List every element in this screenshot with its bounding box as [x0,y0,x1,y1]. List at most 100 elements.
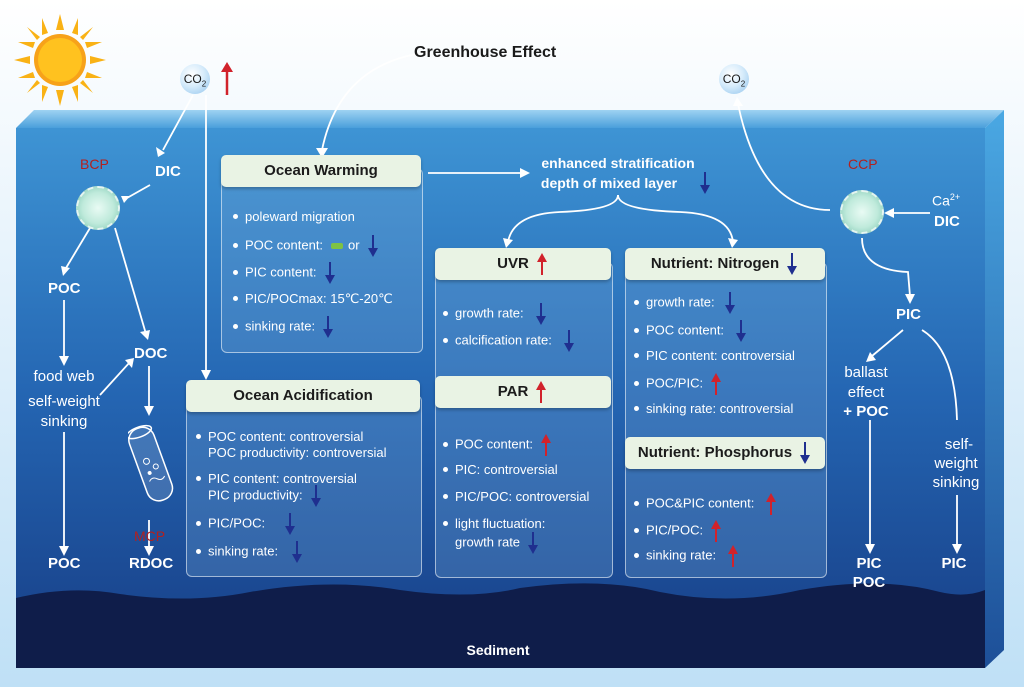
cell-to-pic-arrow [861,237,911,297]
nitrogen-item-5: sinking rate: controversial [634,400,793,418]
sediment-label: Sediment [466,642,530,658]
ccp-dic-label: DIC [934,213,960,230]
down-arrow-icon [292,541,303,563]
par-item-2-text: PIC: controversial [455,462,558,477]
phosphorus-item-3-text: sinking rate: [646,547,717,563]
uvr-item-1: growth rate: [443,303,548,325]
nitrogen-item-1: growth rate: [634,292,737,314]
par-header: PAR [435,376,611,408]
oa-item-3: PIC/POC: [196,513,297,535]
ballast-line-2: effect [847,384,885,401]
ballast-line-3: + POC [843,403,889,420]
down-arrow-icon [800,442,811,465]
rdoc-label: RDOC [129,555,174,572]
par-item-1-text: POC content: [455,436,534,452]
sediment-layer [16,583,985,668]
up-arrow-icon [221,62,233,95]
stratification-line-2: depth of mixed layer [540,175,678,191]
phosphorus-item-1: POC&PIC content: [634,493,778,515]
par-item-4b-text: growth rate [455,534,521,550]
uvr-item-2: calcification rate: [443,330,576,352]
ow-item-4: PIC/POCmax: 15℃-20℃ [233,290,393,308]
cell-to-poc-arrow [65,227,91,269]
down-arrow-icon [367,235,378,257]
ccp-pic-bottom: PIC [856,555,882,572]
down-arrow-icon [528,532,539,554]
cell-to-doc-arrow [114,227,147,335]
neutral-bar-icon [331,243,344,249]
down-arrow-icon [700,172,710,194]
par-item-4-text: light fluctuation: [455,516,546,531]
oa-item-2-text: PIC content: controversial [208,471,357,486]
par-item-2: PIC: controversial [443,461,558,479]
par-item-3: PIC/POC: controversial [443,488,589,506]
sea-surface [16,110,1004,128]
up-arrow-icon [728,545,739,567]
ccp-label: CCP [848,156,878,172]
oa-item-3-text: PIC/POC: [208,515,266,531]
co2-to-dic-arrow [162,94,194,151]
par-header-text: PAR [497,383,529,400]
up-arrow-icon [711,520,722,542]
up-arrow-icon [541,434,552,456]
stratification-line-1: enhanced stratification [541,155,695,171]
bcp-poc-bottom: POC [48,555,81,572]
ow-item-1-text: poleward migration [245,209,355,224]
ccp-pic-label: PIC [896,306,922,323]
oa-item-1-text: POC content: controversial [208,429,364,444]
microbe-tube-icon [128,424,174,502]
ballast-line-1: ballast [844,364,888,381]
ocean-warming-panel [221,168,423,353]
oa-item-2: PIC content: controversial [196,470,357,488]
ow-item-2: POC content:or [233,235,380,257]
co2-left-sub: 2 [201,79,207,89]
ccp-to-co2-arrow [737,103,831,211]
ow-item-1: poleward migration [233,208,355,226]
greenhouse-effect-title: Greenhouse Effect [414,44,557,61]
oa-item-4: sinking rate: [196,541,304,563]
ow-item-5-text: sinking rate: [245,318,316,334]
down-arrow-icon [324,262,335,284]
co2-right-bubble: CO2 [719,64,749,94]
ow-item-3-text: PIC content: [245,264,317,280]
oa-item-1b: POC productivity: controversial [208,445,387,460]
phytoplankton-cell-icon [840,190,884,234]
pic-to-ballast-arrow [871,329,904,357]
bcp-label: BCP [80,156,109,172]
nitrogen-header: Nutrient: Nitrogen [625,248,825,280]
down-arrow-icon [285,513,296,535]
down-arrow-icon [323,316,334,338]
co2-left-label: CO [183,72,202,86]
self-weight-label: self-weight [28,393,100,410]
ocean-acidification-header: Ocean Acidification [186,380,420,412]
up-arrow-icon [536,381,547,404]
up-arrow-icon [711,373,722,395]
to-doc-arrow [99,361,131,396]
oa-item-1: POC content: controversial [196,428,363,446]
up-arrow-icon [766,493,777,515]
phosphorus-header-text: Nutrient: Phosphorus [637,444,793,461]
food-web-label: food web [33,368,95,385]
bcp-dic-label: DIC [155,163,181,180]
ow-or-text: or [348,237,360,253]
nitrogen-header-text: Nutrient: Nitrogen [650,255,780,272]
ow-item-5: sinking rate: [233,316,335,338]
nitrogen-item-3: PIC content: controversial [634,347,795,365]
oa-item-2b: PIC productivity: [208,485,323,507]
down-arrow-icon [310,485,321,507]
down-arrow-icon [724,292,735,314]
ca-label: Ca2+ [932,192,960,209]
down-arrow-icon [736,320,747,342]
nitrogen-item-4-text: POC/PIC: [646,375,704,391]
oa-item-2b-text: PIC productivity: [208,487,303,503]
ow-item-3: PIC content: [233,262,337,284]
uvr-header-text: UVR [497,255,529,272]
strat-to-uvr-arrow [507,194,619,243]
nitrogen-item-2-text: POC content: [646,322,725,338]
up-arrow-icon [536,253,547,276]
selfweight-line-3: sinking [932,474,980,491]
sun-icon [14,14,106,106]
par-item-1: POC content: [443,434,553,456]
bcp-doc-label: DOC [134,345,168,362]
